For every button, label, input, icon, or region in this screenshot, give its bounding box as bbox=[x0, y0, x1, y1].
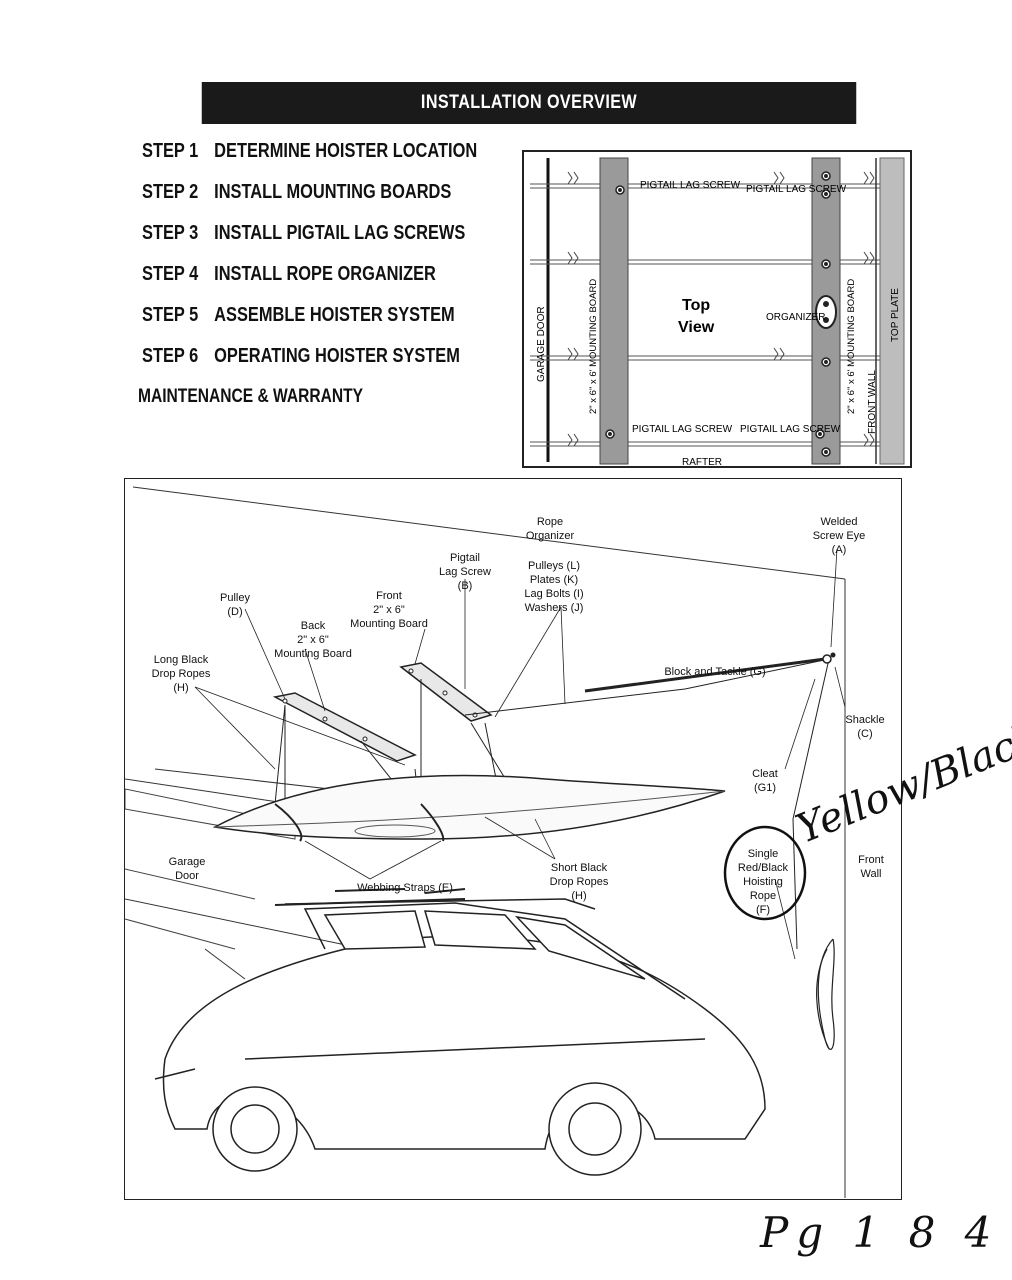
label-screw-eye-3: (A) bbox=[832, 544, 847, 556]
tv-pigtail-bl: PIGTAIL LAG SCREW bbox=[632, 424, 733, 435]
label-pulleys-2: Plates (K) bbox=[530, 574, 578, 586]
label-back-board-1: Back bbox=[301, 620, 326, 632]
garage-door-panels bbox=[124, 788, 296, 950]
tv-right-board-label: 2" x 6" x 6' MOUNTING BOARD bbox=[846, 279, 857, 414]
tv-pigtail-tr: PIGTAIL LAG SCREW bbox=[746, 184, 847, 195]
label-shackle-1: Shackle bbox=[845, 714, 884, 726]
label-webbing: Webbing Straps (E) bbox=[357, 882, 453, 894]
installation-overview-title: INSTALLATION OVERVIEW bbox=[201, 82, 857, 124]
label-front-board-3: Mounting Board bbox=[350, 618, 428, 630]
label-pulleys-4: Washers (J) bbox=[525, 602, 584, 614]
tv-organizer-label: ORGANIZER bbox=[766, 312, 825, 323]
hoister-diagram: Rope Organizer Welded Screw Eye (A) Pigt… bbox=[124, 478, 902, 1200]
roof-rack bbox=[274, 888, 466, 906]
label-back-board-2: 2" x 6" bbox=[297, 634, 329, 646]
left-mounting-board bbox=[599, 157, 629, 465]
label-hoisting-4: Rope bbox=[750, 890, 776, 902]
label-pigtail-3: (B) bbox=[458, 580, 473, 592]
label-short-black-2: Drop Ropes bbox=[550, 876, 609, 888]
top-view-svg: GARAGE DOOR 2" x 6" x 6' MOUNTING BOARD … bbox=[530, 157, 905, 468]
label-pulleys-1: Pulleys (L) bbox=[528, 560, 580, 572]
label-hoisting-5: (F) bbox=[756, 904, 770, 916]
top-view-diagram: GARAGE DOOR 2" x 6" x 6' MOUNTING BOARD … bbox=[522, 150, 912, 468]
label-shackle-2: (C) bbox=[857, 728, 872, 740]
label-long-black-3: (H) bbox=[173, 682, 188, 694]
webbing-straps bbox=[274, 803, 445, 842]
label-front-board-2: 2" x 6" bbox=[373, 604, 405, 616]
tv-title-view: View bbox=[678, 319, 715, 336]
hoister-diagram-svg: Rope Organizer Welded Screw Eye (A) Pigt… bbox=[124, 486, 885, 1198]
kayak bbox=[212, 774, 726, 840]
organizer-mark bbox=[815, 295, 837, 329]
handwritten-page-number: Pg 1 8 4 bbox=[760, 1208, 1000, 1257]
label-rope-organizer-2: Organizer bbox=[526, 530, 575, 542]
label-pulley-2: (D) bbox=[227, 606, 242, 618]
tv-front-wall-label: FRONT WALL bbox=[867, 370, 878, 434]
label-hoisting-1: Single bbox=[748, 848, 779, 860]
label-back-board-3: Mounting Board bbox=[274, 648, 352, 660]
pulley-marks bbox=[282, 668, 478, 742]
label-long-black-1: Long Black bbox=[154, 654, 209, 666]
tv-pigtail-tl: PIGTAIL LAG SCREW bbox=[640, 180, 741, 191]
label-short-black-3: (H) bbox=[571, 890, 586, 902]
label-hoisting-2: Red/Black bbox=[738, 862, 789, 874]
leader-lines bbox=[194, 548, 846, 960]
tv-top-plate-label: TOP PLATE bbox=[890, 288, 901, 342]
label-front-wall-2: Wall bbox=[861, 868, 882, 880]
label-screw-eye-2: Screw Eye bbox=[813, 530, 866, 542]
tv-rafter-label: RAFTER bbox=[682, 457, 722, 466]
label-garage-door-1: Garage bbox=[169, 856, 206, 868]
label-long-black-2: Drop Ropes bbox=[152, 668, 211, 680]
handwritten-circle bbox=[723, 825, 807, 921]
label-rope-organizer-1: Rope bbox=[537, 516, 563, 528]
label-cleat-2: (G1) bbox=[754, 782, 776, 794]
label-block-tackle: Block and Tackle (G) bbox=[664, 666, 765, 678]
screw-marks bbox=[605, 171, 831, 457]
rope-coil bbox=[816, 938, 835, 1050]
label-pulley-1: Pulley bbox=[220, 592, 250, 604]
top-plate bbox=[879, 157, 905, 465]
label-pulleys-3: Lag Bolts (I) bbox=[524, 588, 583, 600]
rafter-lines bbox=[530, 183, 904, 447]
car bbox=[154, 898, 766, 1176]
label-pigtail-1: Pigtail bbox=[450, 552, 480, 564]
maintenance-warranty: MAINTENANCE & WARRANTY bbox=[138, 386, 364, 407]
block-and-tackle bbox=[584, 652, 836, 693]
mounting-boards bbox=[272, 662, 493, 762]
tv-garage-door-label: GARAGE DOOR bbox=[536, 306, 547, 382]
label-front-wall-1: Front bbox=[858, 854, 884, 866]
label-front-board-1: Front bbox=[376, 590, 402, 602]
label-screw-eye-1: Welded bbox=[820, 516, 857, 528]
label-pigtail-2: Lag Screw bbox=[439, 566, 491, 578]
label-short-black-1: Short Black bbox=[551, 862, 608, 874]
tv-title-top: Top bbox=[682, 297, 710, 314]
tv-pigtail-br: PIGTAIL LAG SCREW bbox=[740, 424, 841, 435]
break-marks bbox=[567, 171, 875, 447]
label-garage-door-2: Door bbox=[175, 870, 199, 882]
label-hoisting-3: Hoisting bbox=[743, 876, 783, 888]
tv-left-board-label: 2" x 6" x 6' MOUNTING BOARD bbox=[588, 279, 599, 414]
label-cleat-1: Cleat bbox=[752, 768, 778, 780]
